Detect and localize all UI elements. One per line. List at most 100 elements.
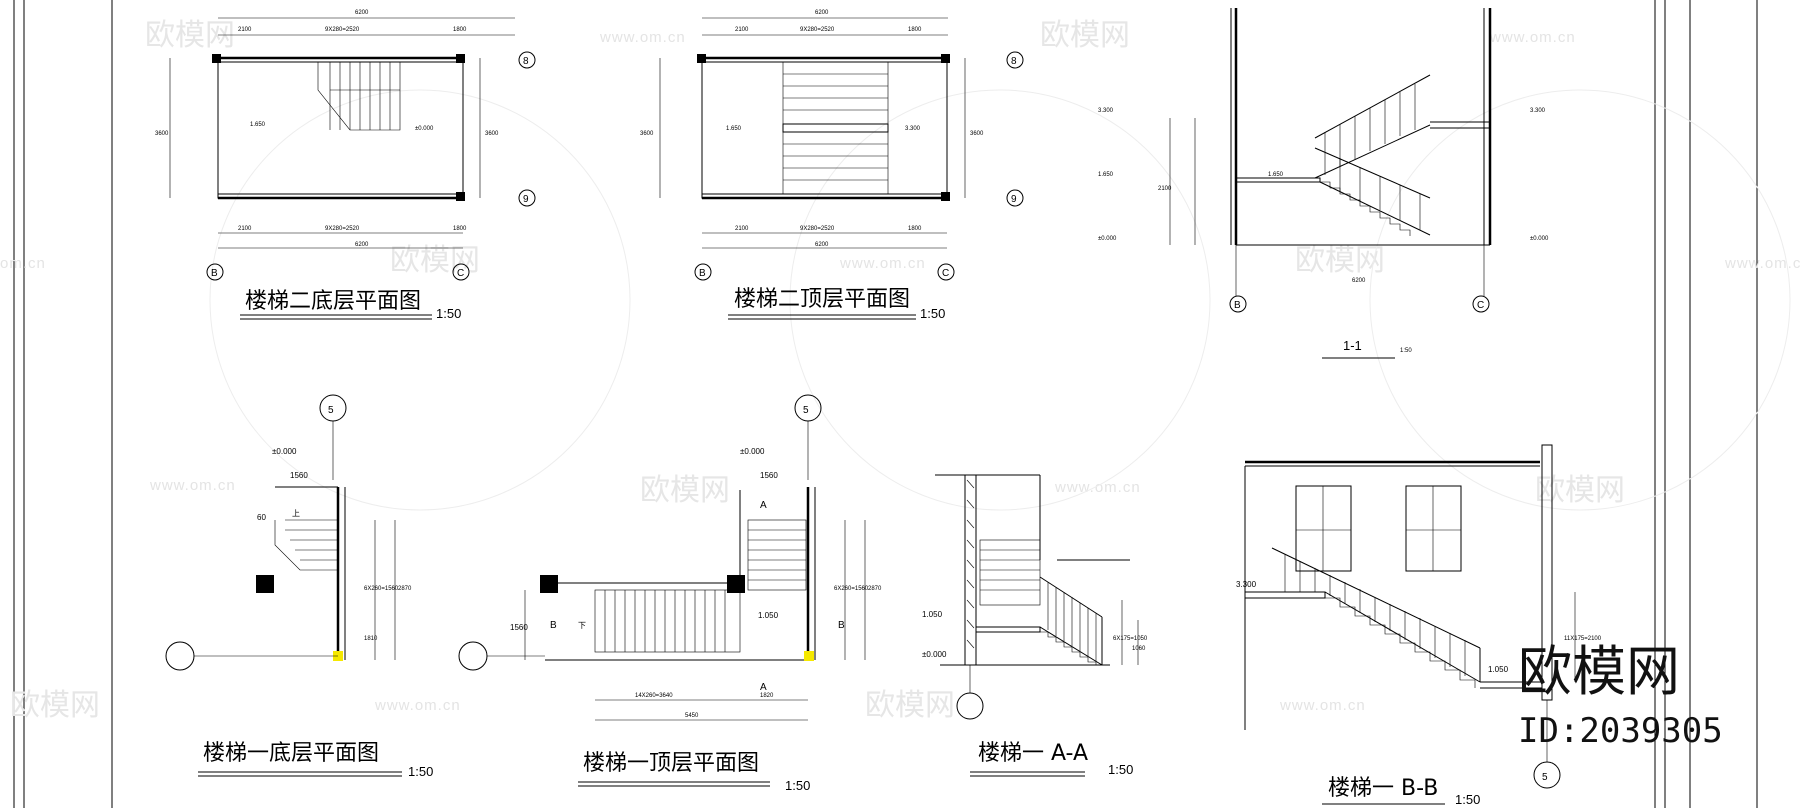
axis-label: B (211, 268, 218, 279)
level-text: 3.300 (1098, 108, 1114, 114)
dim-text: 6200 (355, 10, 369, 16)
railing (1039, 576, 1103, 665)
drawing-scale: 1:50 (436, 306, 461, 321)
axis-label: 9 (1011, 194, 1017, 205)
watermark-url: www.om.cn (374, 697, 461, 714)
drawing-title: 1-1 (1343, 338, 1362, 353)
dim-text: 9X280=2520 (800, 27, 835, 33)
dim-text: 6X260=1560 (364, 586, 399, 592)
railing (1314, 74, 1431, 230)
window (1295, 485, 1352, 572)
dim-text: 1560 (290, 471, 308, 480)
axis-label: 5 (328, 405, 334, 416)
drawing-scale: 1:50 (408, 764, 433, 779)
watermark-url: www.om.cn (1489, 29, 1576, 46)
drawing-scale: 1:50 (1400, 348, 1412, 354)
stair-flight (594, 589, 741, 653)
drawing-section-1-1: 3.300 1.650 ±0.000 1.650 3.300 ±0.000 21… (1098, 8, 1549, 359)
drawing-scale: 1:50 (920, 306, 945, 321)
dim-text: 6200 (1352, 278, 1366, 284)
dim-text: 2100 (238, 226, 252, 232)
drawing-title: 楼梯一 B-B (1328, 776, 1438, 801)
level-text: 1.050 (922, 610, 943, 619)
drawing-title: 楼梯一底层平面图 (203, 741, 379, 766)
drawing-scale: 1:50 (1455, 792, 1480, 807)
drawing-stair1-ground-plan: 5 ±0.000 1560 60 上 6X260=1560 2870 1810 … (165, 394, 433, 779)
watermark-url: www.om.cn (1724, 255, 1800, 272)
dim-text: 2100 (735, 27, 749, 33)
watermark-url: www.om.cn (1279, 697, 1366, 714)
level-text: ±0.000 (415, 126, 434, 132)
dim-text: 6200 (815, 10, 829, 16)
stair-flight (979, 539, 1041, 606)
watermark-url: www.om.cn (149, 477, 236, 494)
axis-label: 9 (523, 194, 529, 205)
dim-text: 6200 (815, 242, 829, 248)
dim-text: 3600 (970, 131, 984, 137)
dim-text: 2870 (398, 586, 412, 592)
brand-logo-text: 欧模网 (1518, 640, 1680, 703)
section-mark: B (838, 620, 845, 631)
dim-text: 1560 (510, 623, 528, 632)
drawing-stair1-section-a-a: 1.050 ±0.000 6X175=1050 1060 楼梯一 A-A 1:5… (922, 474, 1148, 777)
dim-text: 1560 (760, 471, 778, 480)
dim-text: 1800 (908, 27, 922, 33)
dim-text: 60 (257, 513, 266, 522)
axis-label: B (699, 268, 706, 279)
watermark-text: 欧模网 (865, 688, 955, 723)
drawing-stair2-top-plan: 6200 2100 9X280=2520 1800 1.650 3.300 36… (640, 10, 1024, 321)
stair-flight (274, 519, 338, 571)
brand-overlay: 欧模网 ID:2039305 (1518, 640, 1723, 751)
watermark-text: 欧模网 (145, 18, 235, 53)
up-label: 上 (292, 509, 300, 518)
axis-label: 5 (803, 405, 809, 416)
section-mark: A (760, 500, 767, 511)
axis-label: C (1477, 300, 1484, 311)
down-label: 下 (578, 621, 586, 630)
dim-text: 1800 (453, 226, 467, 232)
level-text: ±0.000 (740, 447, 765, 456)
drawing-title: 楼梯二底层平面图 (245, 289, 421, 314)
stair-flight (747, 519, 807, 591)
sheet-frame (13, 0, 1758, 808)
axis-label: 8 (1011, 56, 1017, 67)
railing (1271, 547, 1481, 682)
brand-id: ID:2039305 (1518, 711, 1723, 751)
dim-text: 3600 (155, 131, 169, 137)
section-mark: B (550, 620, 557, 631)
watermark-text: 欧模网 (390, 243, 480, 278)
axis-label: 8 (523, 56, 529, 67)
level-text: 3.300 (1236, 580, 1257, 589)
watermark-text: 欧模网 (10, 688, 100, 723)
dim-text: 2100 (735, 226, 749, 232)
level-text: 3.300 (905, 126, 921, 132)
drawing-title: 楼梯二顶层平面图 (734, 287, 910, 312)
dim-text: 1810 (364, 636, 378, 642)
level-text: 1.650 (250, 122, 266, 128)
dim-text: 9X280=2520 (325, 27, 360, 33)
drawing-stair1-section-b-b: 3.300 1.050 11X175=2100 (1236, 444, 1602, 807)
dim-text: 14X260=3640 (635, 693, 673, 699)
watermark-url: om.cn (0, 255, 46, 272)
dim-text: 6200 (355, 242, 369, 248)
watermark-text: 欧模网 (1040, 18, 1130, 53)
level-text: ±0.000 (1530, 236, 1549, 242)
drawing-stair2-ground-plan: 6200 2100 9X280=2520 1800 1.650 ±0.000 (155, 10, 536, 321)
dim-text: 6X175=1050 (1113, 636, 1148, 642)
axis-label: C (942, 268, 949, 279)
watermark-text: 欧模网 (1295, 243, 1385, 278)
dim-text: 3600 (640, 131, 654, 137)
level-text: 1.650 (726, 126, 742, 132)
level-text: 1.650 (1098, 172, 1114, 178)
watermark-url: www.om.cn (599, 29, 686, 46)
dim-text: 9X280=2520 (325, 226, 360, 232)
stair-flight (317, 62, 401, 131)
level-text: 3.300 (1530, 108, 1546, 114)
watermark-text: 欧模网 (640, 473, 730, 508)
dim-text: 2870 (868, 586, 882, 592)
axis-label: C (457, 268, 464, 279)
section-mark: A (760, 682, 767, 693)
watermark-text: 欧模网 (1535, 473, 1625, 508)
drawing-title: 楼梯一 A-A (978, 741, 1088, 766)
